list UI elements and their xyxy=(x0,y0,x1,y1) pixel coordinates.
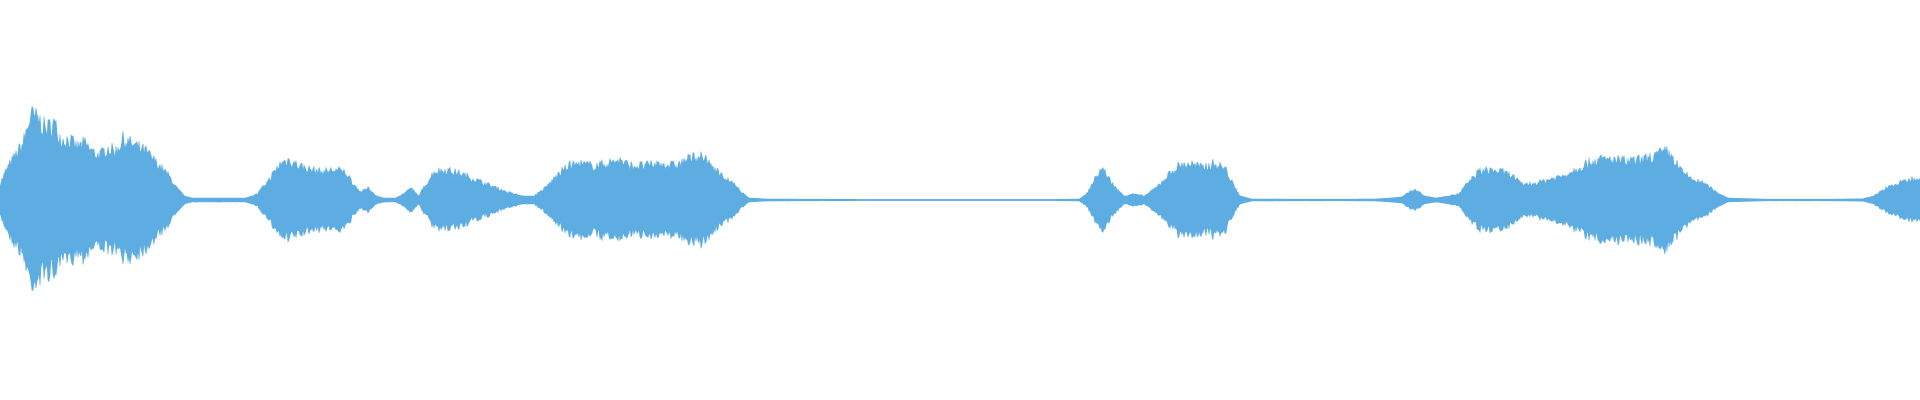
waveform-fill xyxy=(0,105,1920,291)
